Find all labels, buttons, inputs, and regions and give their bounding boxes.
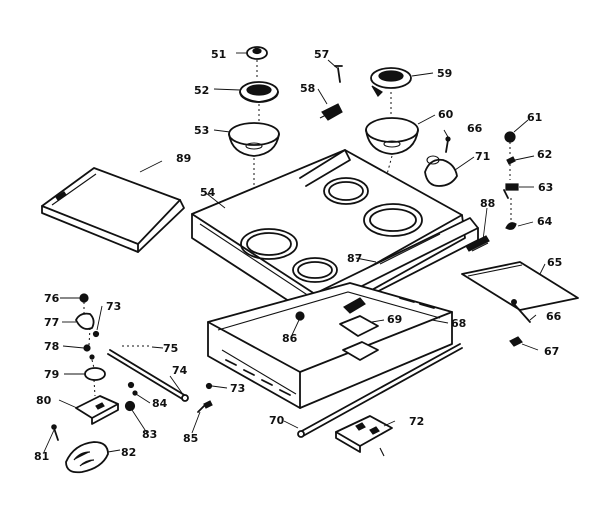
part-76-knob [79,293,89,303]
part-71-bracket [424,155,458,187]
part-52-burner-ring [239,81,279,103]
part-68-burner-box [207,282,453,409]
part-66-screw-upper [445,136,451,153]
label-88: 88 [480,197,495,210]
label-72: 72 [409,415,424,428]
part-70-rod [297,343,463,438]
label-64: 64 [537,215,553,228]
part-77-switch [75,312,95,330]
part-86-screw [295,311,305,321]
label-61: 61 [527,111,542,124]
label-81: 81 [34,450,49,463]
label-73-left: 73 [106,300,121,313]
label-73-center: 73 [230,382,245,395]
label-87: 87 [347,252,362,265]
part-57-screw [334,65,343,83]
part-62-clip [506,156,516,165]
part-85-bolt [197,400,213,413]
part-number-labels: 51 52 53 54 57 58 59 60 61 62 63 64 65 6… [34,48,562,463]
label-65: 65 [547,256,562,269]
label-70: 70 [269,414,285,427]
label-66-lower: 66 [546,310,562,323]
part-67-clip [509,336,523,347]
label-75: 75 [163,342,178,355]
part-72-terminal-block [335,415,393,457]
label-67: 67 [544,345,559,358]
part-73-screw-center [205,382,213,390]
part-82-switch-body [65,441,109,474]
label-63: 63 [538,181,553,194]
label-51: 51 [211,48,226,61]
label-62: 62 [537,148,552,161]
label-68: 68 [451,317,466,330]
label-82: 82 [121,446,136,459]
part-66-screw-lower [511,299,531,323]
leader-lines [43,52,546,453]
label-83: 83 [142,428,157,441]
part-80-bracket [75,395,119,425]
label-57: 57 [314,48,329,61]
label-89: 89 [176,152,191,165]
label-80: 80 [36,394,52,407]
part-74-rod [107,349,189,402]
part-73-screw-left [92,330,100,338]
label-53: 53 [194,124,209,137]
label-74: 74 [172,364,188,377]
label-58: 58 [300,82,315,95]
label-71: 71 [475,150,490,163]
part-61-knob [504,131,516,143]
label-85: 85 [183,432,198,445]
part-51-knob-cap [246,46,268,60]
label-52: 52 [194,84,209,97]
label-76: 76 [44,292,60,305]
label-79: 79 [44,368,59,381]
part-58-clip [319,103,343,121]
part-64-spring [505,222,517,230]
label-78: 78 [44,340,59,353]
part-84-nut [127,381,138,396]
part-59-burner-ring [370,67,412,97]
label-59: 59 [437,67,452,80]
label-77: 77 [44,316,59,329]
part-78-nut [83,344,95,360]
label-84: 84 [152,397,168,410]
label-86: 86 [282,332,298,345]
part-89-top-cover [41,167,185,253]
part-69-socket [339,297,379,361]
part-65-shield [461,261,579,311]
part-63-switch [503,183,519,199]
part-81-screw [51,424,59,441]
label-60: 60 [438,108,454,121]
label-54: 54 [200,186,216,199]
label-69: 69 [387,313,402,326]
label-66-upper: 66 [467,122,483,135]
part-83-knob [124,400,136,412]
part-60-drip-bowl [365,117,419,155]
part-79-washer [84,367,106,381]
part-53-drip-bowl [228,122,280,157]
